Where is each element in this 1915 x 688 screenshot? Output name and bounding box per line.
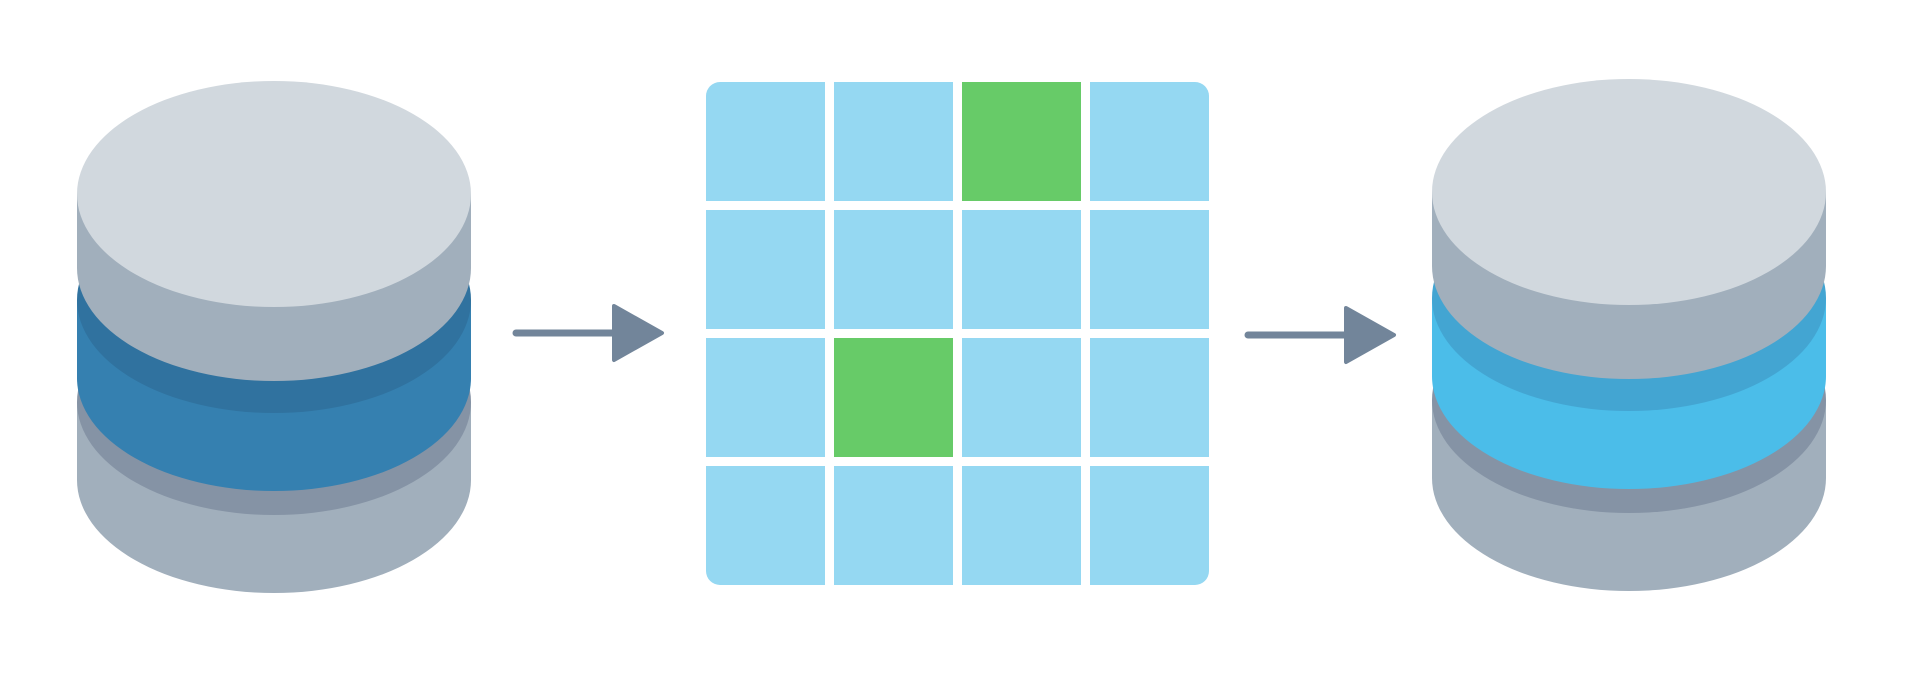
grid-cell [1090,210,1209,329]
arrow-right-icon [512,304,664,362]
grid-cell [834,82,953,201]
grid-cell [962,210,1081,329]
grid-cell-highlighted [834,338,953,457]
source-db-top [77,81,471,307]
grid-cell [706,82,825,201]
grid-cell [834,466,953,585]
target-db-top [1432,79,1826,305]
arrow-head [612,304,664,362]
grid-cell-highlighted [962,82,1081,201]
grid-cell [1090,82,1209,201]
grid-cell [1090,338,1209,457]
grid-cell [834,210,953,329]
source-database-icon [77,81,471,593]
target-database-icon [1432,79,1826,591]
arrow-head [1344,306,1396,364]
grid-cell [962,338,1081,457]
matrix-grid [706,82,1209,585]
grid-cell [962,466,1081,585]
grid-cell [1090,466,1209,585]
grid-cell [706,466,825,585]
grid-cell [706,338,825,457]
arrow-right-icon [1244,306,1396,364]
grid-cell [706,210,825,329]
